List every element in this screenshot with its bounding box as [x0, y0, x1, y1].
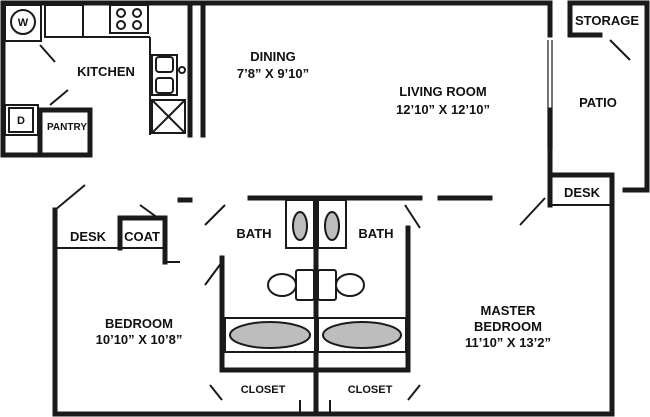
desk-right-label: DESK	[564, 185, 601, 200]
bath-right-label: BATH	[358, 226, 393, 241]
living-label: LIVING ROOM	[399, 84, 486, 99]
bedroom-size: 10’10” X 10’8”	[96, 332, 183, 347]
doors	[39, 39, 631, 414]
bath-fixtures	[224, 199, 407, 353]
bedroom-label: BEDROOM	[105, 316, 173, 331]
master-label: MASTER	[481, 303, 537, 318]
closet-left-label: CLOSET	[241, 384, 286, 396]
coat-label: COAT	[124, 229, 160, 244]
storage-label: STORAGE	[575, 13, 639, 28]
pantry-label: PANTRY	[47, 122, 87, 133]
kitchen-fixtures: W D	[4, 4, 186, 136]
desk-left-label: DESK	[70, 229, 107, 244]
living-size: 12’10” X 12’10”	[396, 102, 490, 117]
room-labels: PANTRY KITCHEN DINING 7’8” X 9’10” LIVIN…	[47, 13, 639, 396]
washer-label: W	[18, 17, 29, 29]
closet-right-label: CLOSET	[348, 384, 393, 396]
dining-label: DINING	[250, 49, 296, 64]
dryer-label: D	[17, 115, 25, 127]
dining-size: 7’8” X 9’10”	[237, 66, 309, 81]
kitchen-label: KITCHEN	[77, 64, 135, 79]
master-size: 11’10” X 13’2”	[465, 335, 551, 350]
bath-left-label: BATH	[236, 226, 271, 241]
master-label-2: BEDROOM	[474, 319, 542, 334]
patio-label: PATIO	[579, 95, 617, 110]
